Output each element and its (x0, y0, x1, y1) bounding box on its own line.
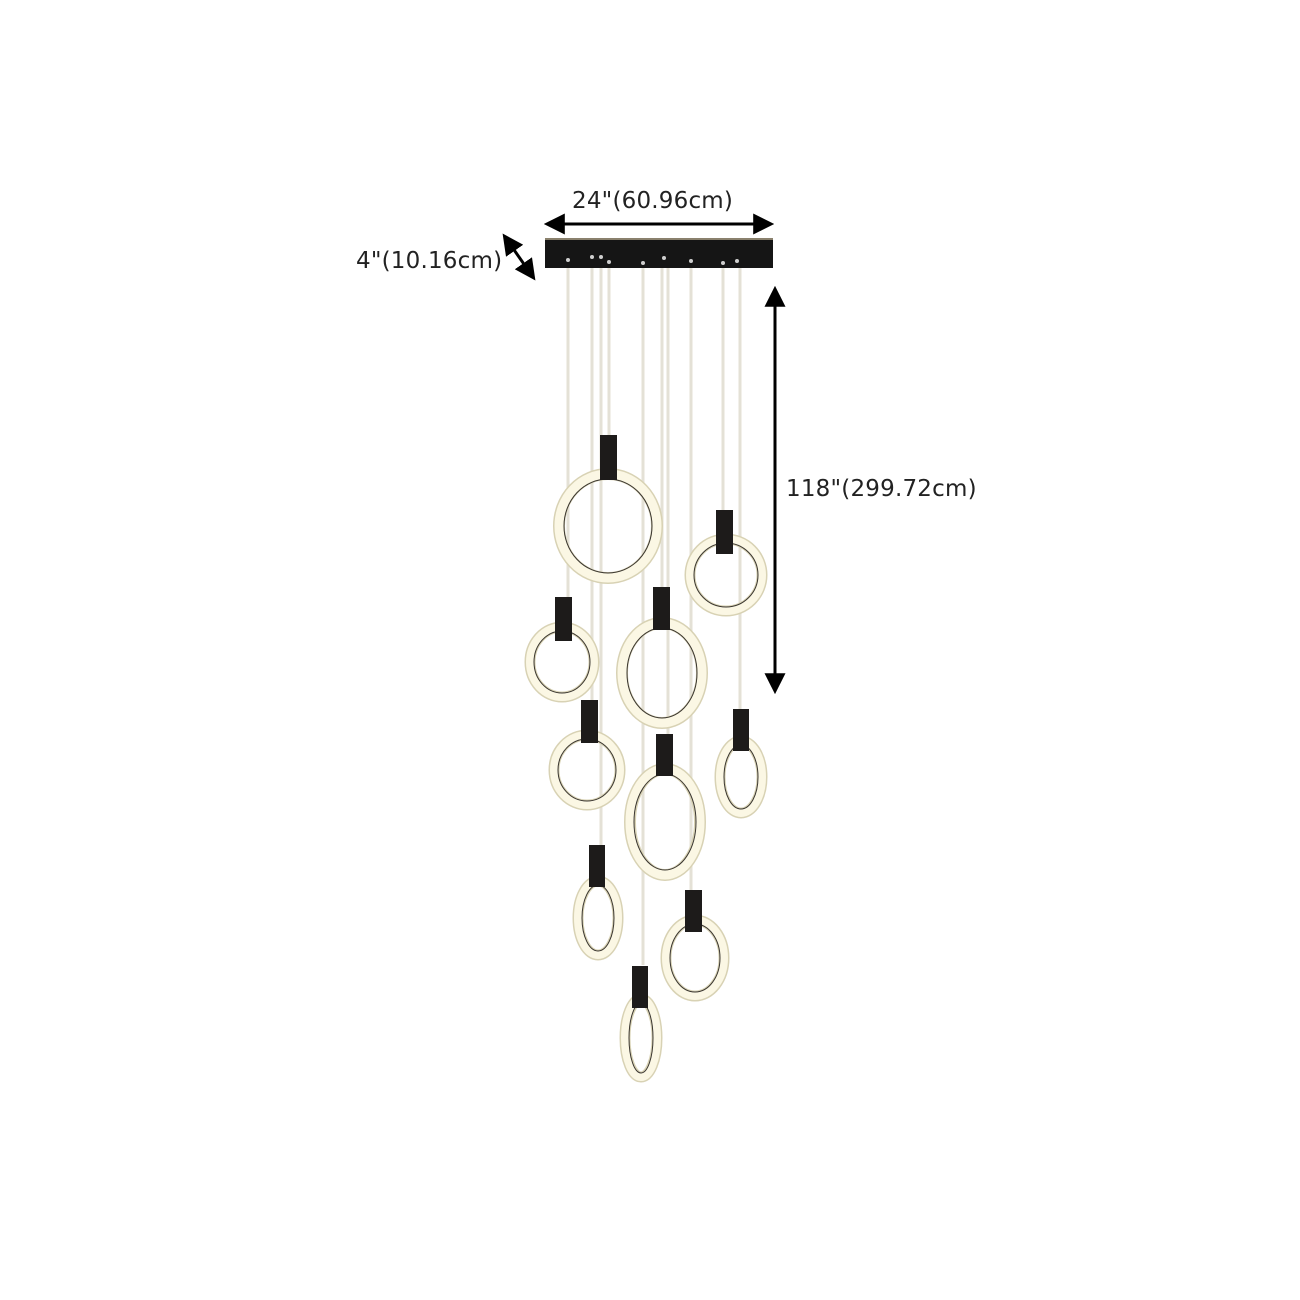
ring-6 (714, 709, 768, 819)
ceiling-canopy (545, 238, 773, 268)
ring-1 (553, 435, 663, 584)
ring-2 (684, 510, 768, 617)
ring-10 (619, 966, 663, 1083)
depth-dimension-arrow (502, 233, 536, 281)
ring-5 (548, 700, 626, 811)
ring-9 (660, 890, 730, 1002)
ring-3 (524, 597, 600, 703)
height-dimension-label: 118"(299.72cm) (786, 476, 977, 502)
depth-dimension-label: 4"(10.16cm) (356, 248, 503, 274)
ring-8 (572, 845, 624, 961)
led-rings (524, 435, 768, 1083)
width-dimension-label: 24"(60.96cm) (572, 188, 734, 214)
ring-4 (616, 587, 708, 729)
ring-7 (624, 734, 706, 881)
